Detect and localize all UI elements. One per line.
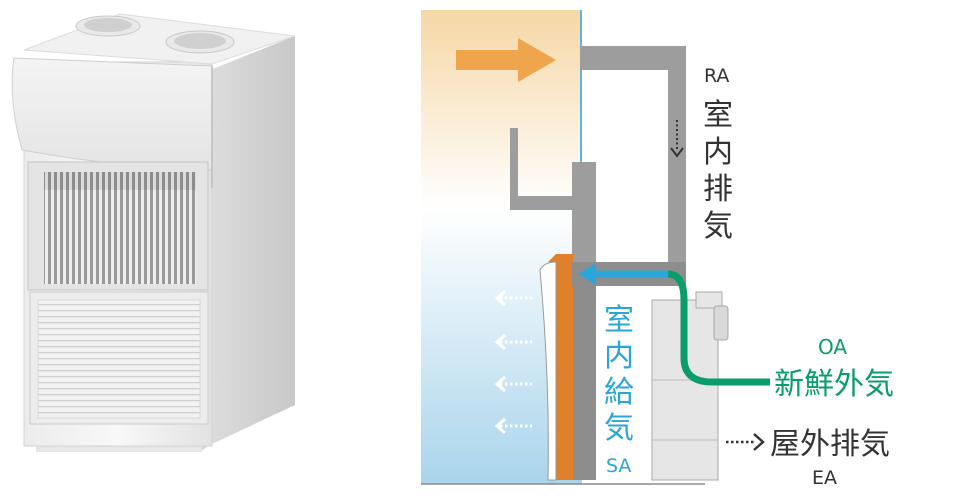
- oa-text-label: 新鮮外気: [774, 367, 894, 402]
- indoor-panel: [539, 261, 557, 481]
- ra-duct: [580, 46, 686, 262]
- supply-arrow-1: [494, 289, 532, 307]
- top-port-front-hole: [174, 33, 226, 49]
- outdoor-unit-knob: [713, 305, 729, 341]
- wall-column: [573, 262, 596, 480]
- sa-flow-arrowhead: [578, 263, 596, 285]
- sa-text-char-2: 内: [604, 339, 634, 374]
- top-port-rear-hole: [84, 18, 132, 32]
- oa-flow-path: [667, 270, 770, 386]
- supply-air-arrows: [494, 289, 532, 435]
- flow-arrow-icon: [456, 38, 556, 82]
- ea-text-label: 屋外排気: [770, 427, 890, 462]
- ra-code-label: RA: [704, 65, 729, 87]
- unit-side-face: [210, 36, 295, 445]
- unit-grille: [37, 299, 201, 419]
- ra-flow-arrowhead: [670, 147, 684, 158]
- ventilation-unit-illustration: [11, 13, 296, 452]
- ea-flow-arrowhead: [753, 433, 765, 451]
- sa-text-char-4: 気: [604, 411, 634, 446]
- indoor-bracket: [510, 128, 574, 210]
- supply-arrow-2: [494, 333, 532, 351]
- orange-board: [556, 258, 573, 480]
- oa-code-label: OA: [818, 335, 847, 359]
- ra-text-char-3: 排: [703, 172, 733, 207]
- sa-text-char-3: 給: [604, 375, 634, 410]
- louver-shadow: [44, 172, 196, 190]
- unit-louver: [44, 172, 196, 284]
- outdoor-unit-cap: [695, 291, 723, 309]
- ea-code-label: EA: [812, 467, 837, 489]
- wall-duct-vertical: [572, 162, 596, 262]
- ra-text-char-2: 内: [703, 135, 733, 170]
- sa-code-label: SA: [606, 455, 631, 477]
- supply-arrow-4: [494, 417, 532, 435]
- sa-text-char-1: 室: [604, 303, 634, 338]
- ra-text-char-1: 室: [703, 98, 733, 133]
- unit-hood: [11, 57, 213, 171]
- ra-text-char-4: 気: [703, 209, 733, 244]
- supply-arrow-3: [494, 375, 532, 393]
- orange-board-cap: [548, 254, 573, 262]
